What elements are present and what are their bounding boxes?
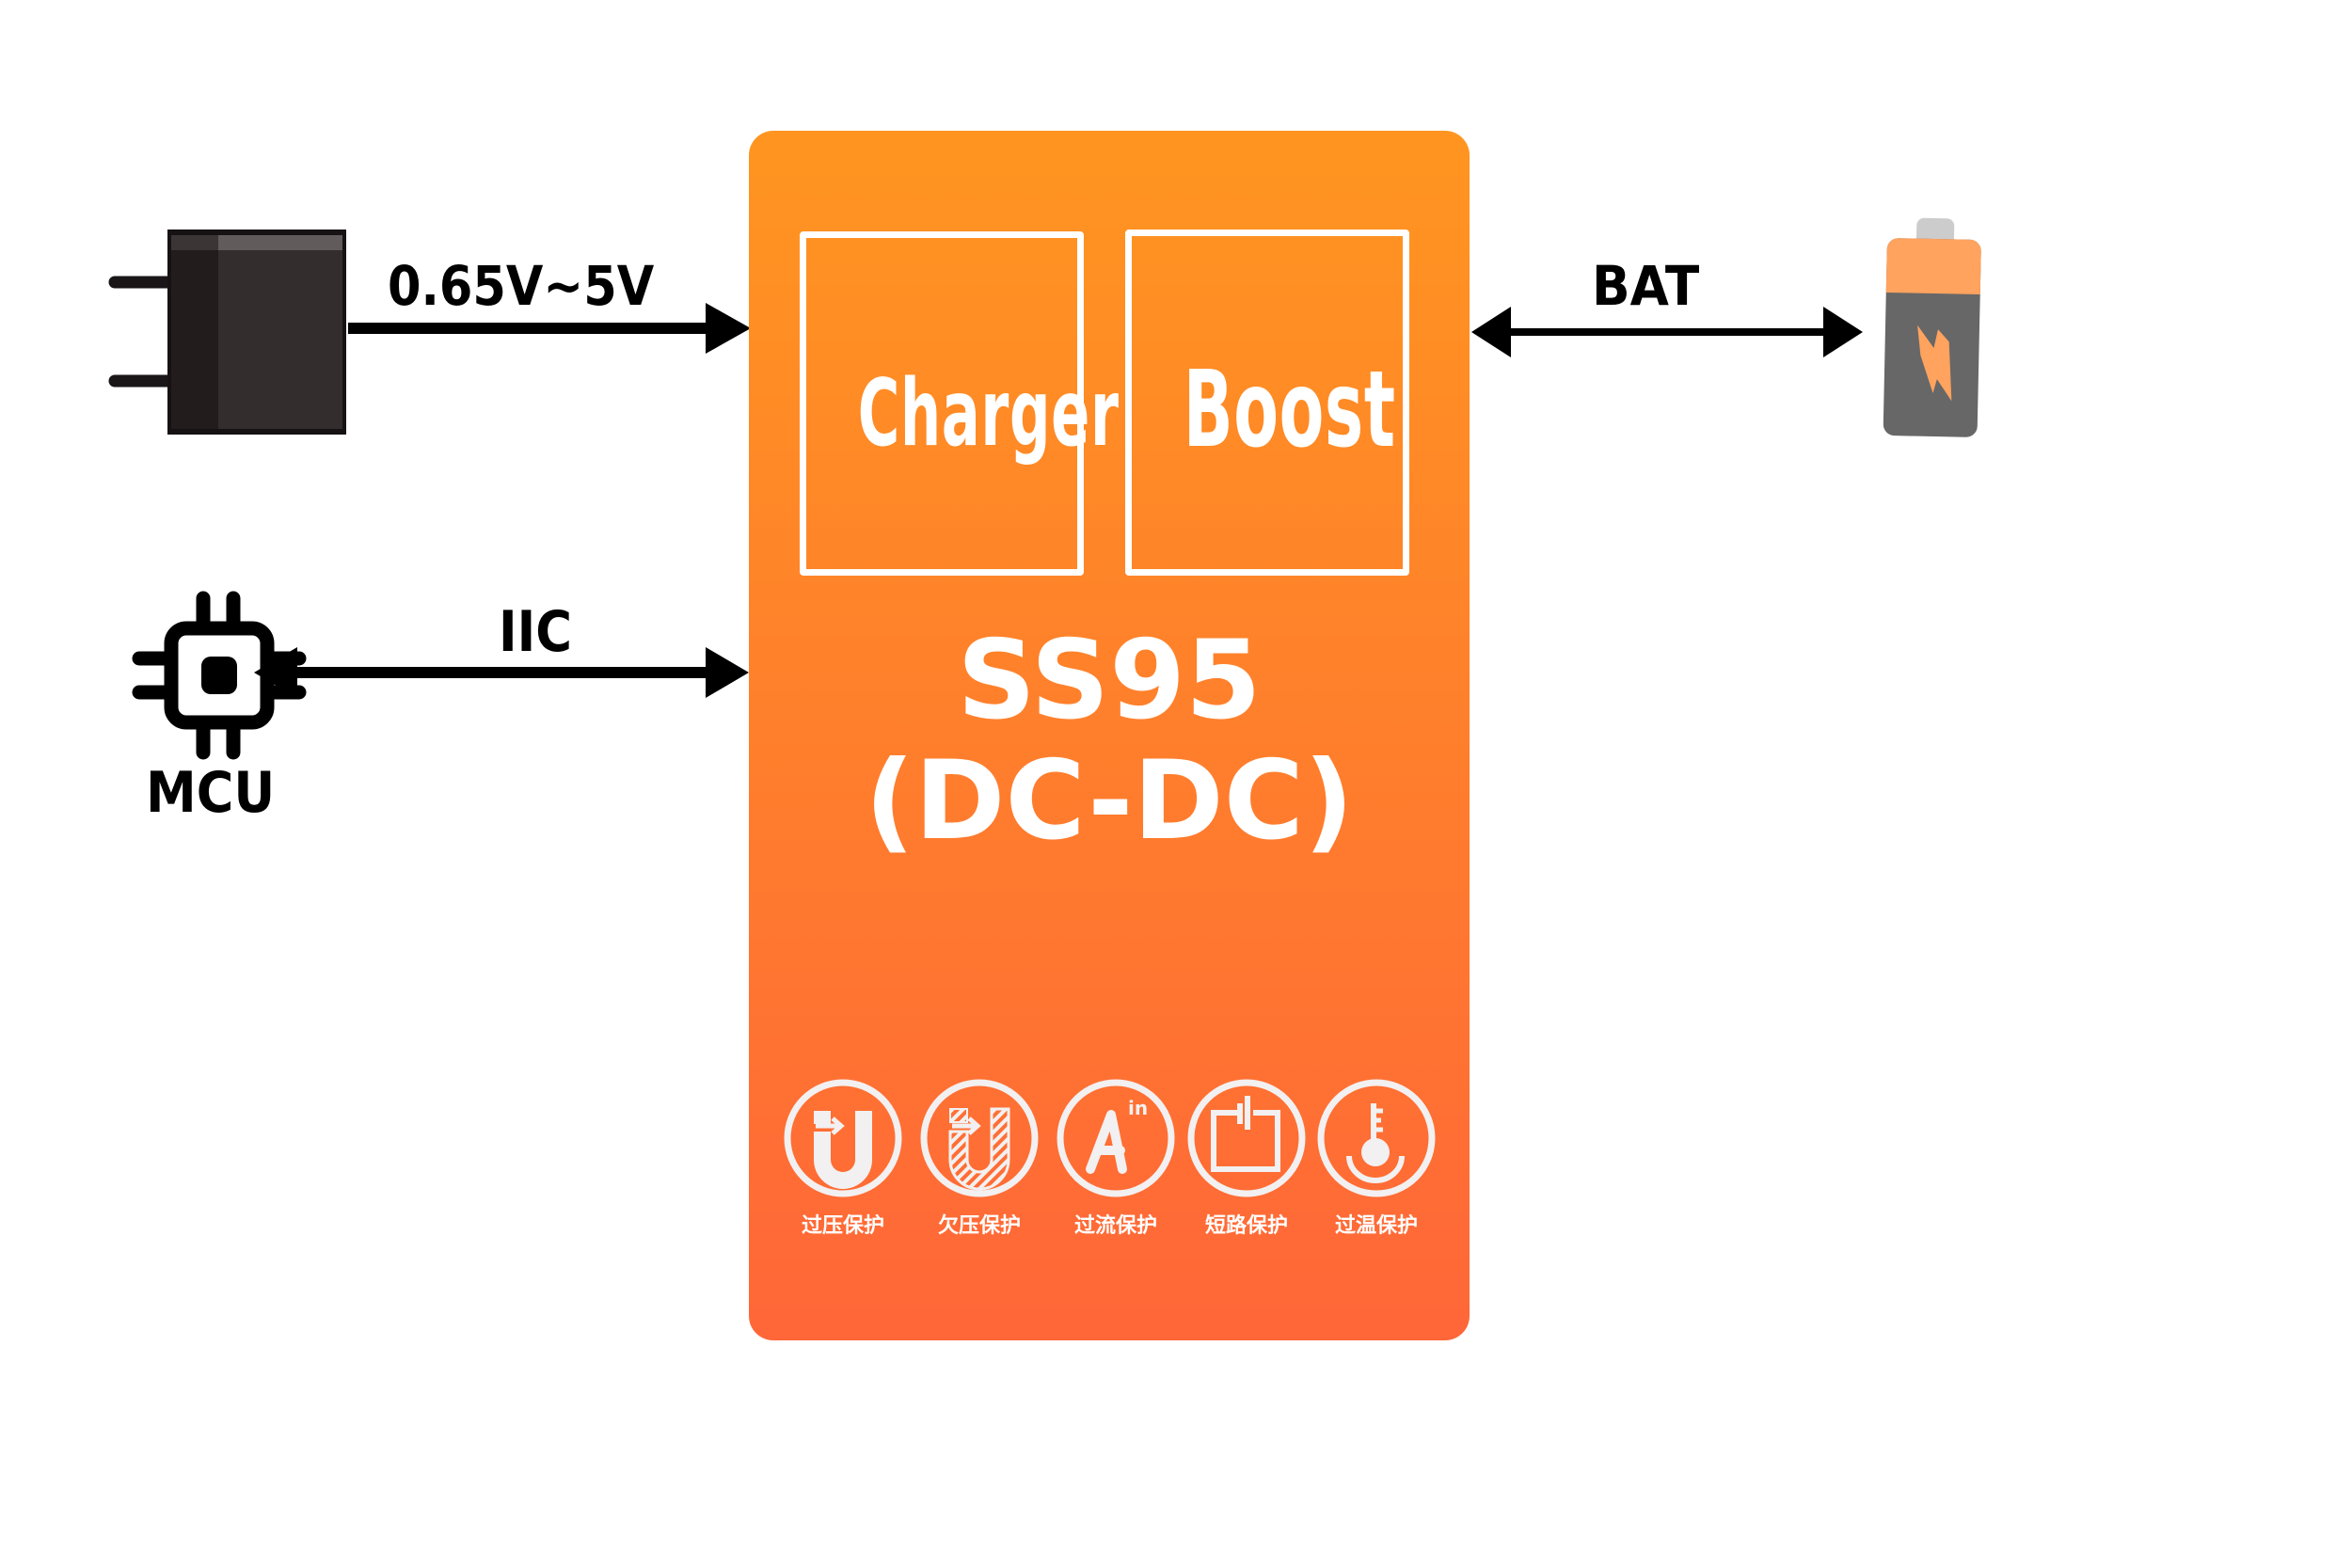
protection-short-circuit: 短路保护 bbox=[1185, 1077, 1308, 1239]
overtemperature-icon bbox=[1317, 1079, 1436, 1197]
overcurrent-icon: in bbox=[1057, 1079, 1175, 1197]
power-input-arrow bbox=[348, 303, 751, 354]
chip-type: (DC-DC) bbox=[865, 737, 1354, 864]
boost-block: Boost bbox=[1125, 230, 1409, 576]
undervoltage-icon bbox=[920, 1079, 1039, 1197]
mcu-label: MCU bbox=[146, 760, 276, 826]
overvoltage-label: 过压保护 bbox=[801, 1214, 884, 1238]
boost-label: Boost bbox=[1183, 349, 1396, 471]
overvoltage-icon bbox=[784, 1079, 902, 1197]
power-input-label: 0.65V~5V bbox=[388, 254, 655, 318]
chip-name: SS95 bbox=[957, 617, 1262, 744]
undervoltage-label: 欠压保护 bbox=[937, 1214, 1021, 1238]
bat-label: BAT bbox=[1592, 254, 1700, 318]
charger-block: Charger bbox=[800, 231, 1120, 576]
protection-overvoltage: 过压保护 bbox=[782, 1077, 904, 1239]
short-circuit-icon bbox=[1187, 1079, 1306, 1197]
charger-label: Charger bbox=[857, 360, 1120, 467]
protection-undervoltage: 欠压保护 bbox=[918, 1077, 1041, 1239]
chip-block: Charger Boost SS95 (DC-DC) 过压保护 欠压保护 bbox=[749, 131, 1470, 1340]
iic-label: IIC bbox=[499, 599, 573, 665]
protection-overcurrent: in 过流保护 bbox=[1055, 1077, 1177, 1239]
protection-overtemperature: 过温保护 bbox=[1315, 1077, 1438, 1239]
overcurrent-label: 过流保护 bbox=[1073, 1214, 1157, 1238]
battery-arrow bbox=[1471, 307, 1863, 357]
svg-text:in: in bbox=[1128, 1097, 1148, 1119]
iic-arrow bbox=[254, 647, 749, 698]
battery-icon bbox=[1883, 217, 1981, 437]
short-circuit-label: 短路保护 bbox=[1204, 1214, 1288, 1238]
overtemperature-label: 过温保护 bbox=[1334, 1214, 1418, 1238]
power-adapter-icon bbox=[108, 230, 346, 435]
